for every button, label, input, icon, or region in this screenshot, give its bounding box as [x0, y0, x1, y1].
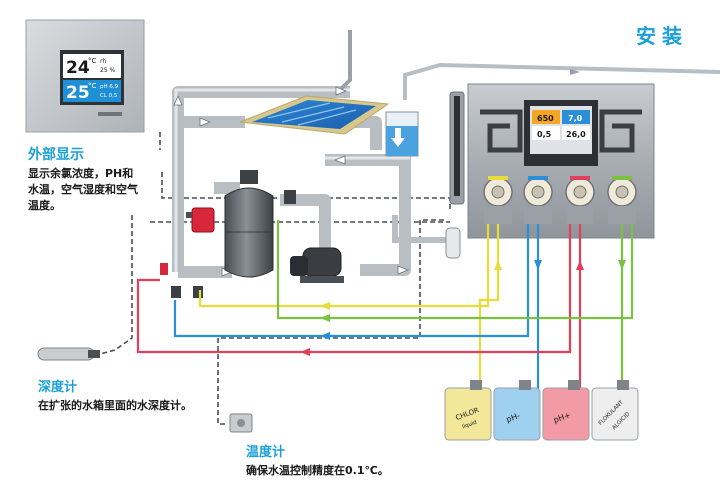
display-top-unit: °C	[88, 57, 97, 65]
heat-exchanger	[186, 207, 215, 233]
phplus-return-line	[136, 224, 572, 354]
chemical-tank-phplus: pH+	[542, 380, 590, 441]
controller-value-4: 26,0	[566, 130, 586, 139]
external-display-description: 显示余氯浓度，PH和水温，空气湿度和空气温度。	[28, 167, 138, 212]
display-bottom-unit: °C	[88, 82, 97, 90]
floc-return-line	[276, 220, 634, 320]
external-display-title: 外部显示	[28, 147, 84, 163]
display-top-rh: rh	[100, 58, 106, 65]
dosing-pump-3	[565, 176, 595, 224]
display-bottom-ph: pH 6,9	[100, 84, 119, 90]
temperature-gauge-title: 温度计	[246, 445, 286, 460]
dosing-pump-4	[607, 176, 637, 224]
chemical-tank-phminus: pH-	[493, 380, 541, 441]
display-bottom-cl: CL 0,5	[100, 93, 118, 99]
dosing-pump-2	[523, 176, 553, 224]
page-title: 安装	[636, 24, 688, 48]
controller-sample-pipe	[392, 215, 450, 243]
signal-wires	[99, 132, 451, 425]
red-sensor	[160, 263, 203, 298]
probe-holder	[445, 91, 465, 259]
pipe-valve	[284, 190, 296, 204]
controller-value-1: 650	[537, 114, 554, 123]
pump	[290, 247, 344, 283]
display-top-value: 24	[66, 58, 90, 78]
chemical-tank-floc: FLOKULANT ALGICID	[591, 380, 639, 441]
phminus-return-line	[173, 224, 530, 338]
sand-filter	[224, 170, 274, 278]
depth-gauge-title: 深度计	[38, 380, 78, 395]
temperature-gauge-description: 确保水温控制精度在0.1℃。	[246, 464, 389, 477]
outlet-arrow	[570, 69, 580, 75]
chemical-line-arrows	[300, 260, 626, 356]
chemical-tank-chlor: CHLOR liquid	[444, 380, 492, 441]
outlet-pipe	[403, 62, 720, 100]
depth-gauge-description: 在扩张的水箱里面的水深度计。	[38, 399, 192, 412]
controller-value-2: 7,0	[568, 114, 583, 123]
dosing-pump-1	[483, 176, 513, 224]
balance-tank	[385, 111, 419, 157]
display-bottom-value: 25	[66, 83, 90, 103]
controller-value-3: 0,5	[537, 130, 552, 139]
chlor-return-line	[198, 224, 490, 308]
supply-pipe	[338, 30, 352, 92]
external-display-panel: 24 °C rh 25 % 25 °C pH 6,9 CL 0,5	[25, 19, 145, 133]
display-top-rh-value: 25 %	[100, 67, 116, 74]
pool	[239, 95, 390, 135]
chemical-lines	[136, 220, 634, 398]
tank-chlor-sublabel: liquid	[462, 420, 478, 431]
temperature-sensor-device	[229, 413, 253, 433]
depth-gauge-device	[37, 347, 100, 361]
